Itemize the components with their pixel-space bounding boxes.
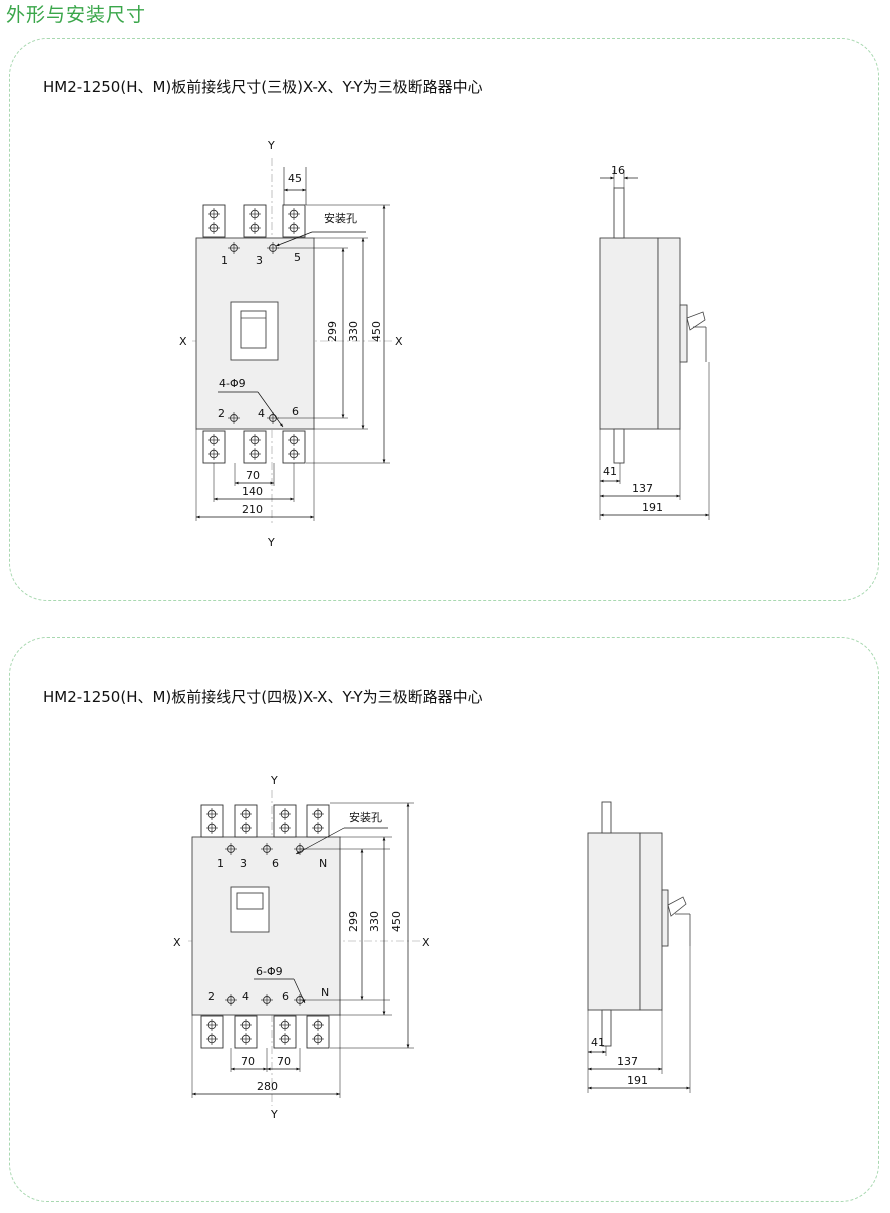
pole-number: 3: [240, 857, 247, 870]
pole-number: 3: [256, 254, 263, 267]
four-pole-front-view: Y Y X X 1 3 6 N 2 4 6 N 安装孔 6-Φ9: [173, 774, 430, 1121]
side-terminal-bottom: [601, 1009, 612, 1047]
side-handle-base: [679, 304, 688, 363]
section-title-four-pole: HM2-1250(H、M)板前接线尺寸(四极)X-X、Y-Y为三极断路器中心: [43, 688, 483, 706]
three-pole-side-view: 16 41 137 191: [599, 164, 710, 520]
dim-41: 41: [591, 1036, 605, 1049]
dim-330: 330: [347, 321, 360, 342]
mount-hole-label: 安装孔: [349, 810, 382, 824]
pole-number: 4: [242, 990, 249, 1003]
side-terminal-bottom: [613, 428, 625, 464]
terminal-top-1: [200, 804, 224, 838]
dim-450: 450: [370, 321, 383, 342]
pole-number: 4: [258, 407, 265, 420]
terminal-bottom-1: [202, 430, 226, 464]
dim-137: 137: [632, 482, 653, 495]
pole-number: 1: [221, 254, 228, 267]
side-cover: [639, 832, 663, 1011]
dim-299: 299: [347, 911, 360, 932]
axis-label-x-right: X: [395, 335, 403, 348]
terminal-top-n: [306, 804, 330, 838]
handle: [240, 310, 267, 349]
dim-450: 450: [390, 911, 403, 932]
dim-16: 16: [611, 164, 625, 177]
axis-label-y-top: Y: [270, 774, 278, 787]
mount-hole-label: 安装孔: [324, 211, 357, 225]
page-title: 外形与安装尺寸: [6, 4, 147, 26]
axis-label-x-right: X: [422, 936, 430, 949]
pole-number: 2: [208, 990, 215, 1003]
dim-330: 330: [368, 911, 381, 932]
terminal-top-2: [234, 804, 258, 838]
dim-299: 299: [326, 321, 339, 342]
dim-137: 137: [617, 1055, 638, 1068]
axis-label-x-left: X: [179, 335, 187, 348]
handle: [236, 892, 264, 910]
side-cover: [657, 237, 681, 430]
axis-label-y-bottom: Y: [270, 1108, 278, 1121]
dim-191: 191: [627, 1074, 648, 1087]
terminal-bottom-3: [282, 430, 306, 464]
terminal-bottom-2: [243, 430, 267, 464]
side-terminal-top: [601, 801, 612, 834]
dim-70-a: 70: [241, 1055, 255, 1068]
terminal-bottom-1: [200, 1015, 224, 1049]
side-handle: [686, 311, 706, 331]
terminal-top-3: [273, 804, 297, 838]
pole-number: 6: [272, 857, 279, 870]
terminal-bottom-n: [306, 1015, 330, 1049]
axis-label-x-left: X: [173, 936, 181, 949]
terminal-bottom-3: [273, 1015, 297, 1049]
pole-number: 6: [292, 405, 299, 418]
dim-280: 280: [257, 1080, 278, 1093]
dim-45: 45: [288, 172, 302, 185]
three-pole-front-view: Y Y X X 1 3 5 2 4 6 安装孔 4: [179, 139, 403, 549]
dim-191: 191: [642, 501, 663, 514]
section-panel-three-pole: [9, 38, 879, 601]
four-pole-side-view: 41 137 191: [587, 801, 691, 1093]
hole-spec-label: 6-Φ9: [256, 965, 283, 978]
dim-140: 140: [242, 485, 263, 498]
hole-spec-label: 4-Φ9: [219, 377, 246, 390]
axis-label-y-bottom: Y: [267, 536, 275, 549]
terminal-bottom-2: [234, 1015, 258, 1049]
pole-number: 6: [282, 990, 289, 1003]
side-body: [587, 832, 641, 1011]
pole-number: N: [319, 857, 327, 870]
dim-41: 41: [603, 465, 617, 478]
pole-number: 5: [294, 251, 301, 264]
axis-label-y-top: Y: [267, 139, 275, 152]
terminal-top-3: [282, 204, 306, 238]
pole-number: 2: [218, 407, 225, 420]
side-handle-base: [661, 889, 669, 947]
side-body: [599, 237, 659, 430]
terminal-top-2: [243, 204, 267, 238]
side-handle: [667, 896, 687, 917]
side-terminal-top: [613, 187, 625, 239]
section-panel-four-pole: [9, 637, 879, 1202]
dim-210: 210: [242, 503, 263, 516]
dim-70-b: 70: [277, 1055, 291, 1068]
terminal-top-1: [202, 204, 226, 238]
pole-number: N: [321, 986, 329, 999]
pole-number: 1: [217, 857, 224, 870]
section-title-three-pole: HM2-1250(H、M)板前接线尺寸(三极)X-X、Y-Y为三极断路器中心: [43, 78, 483, 96]
dim-70: 70: [246, 469, 260, 482]
